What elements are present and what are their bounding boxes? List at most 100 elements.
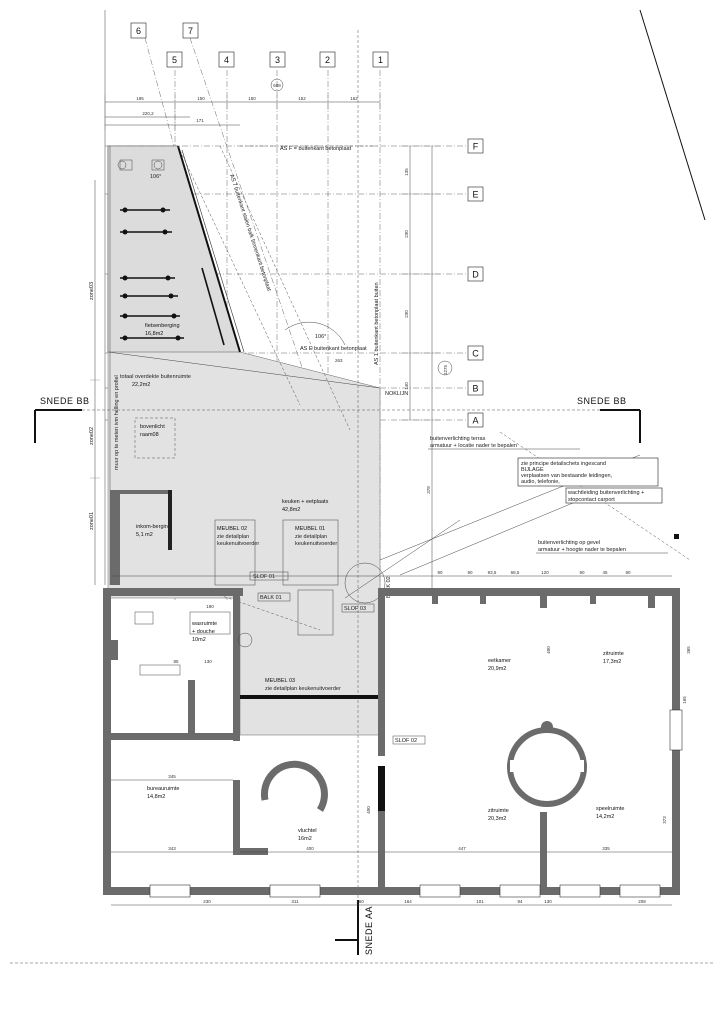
upper-rooms: fietsenberging 16,8m2 bovenlicht raam08 …	[134, 323, 329, 538]
dim-side-5: 378	[426, 486, 431, 494]
dim-inner-6: 190	[206, 604, 214, 609]
dim-side-4: 140	[404, 382, 409, 390]
note-muur: muur op te meten ivm helling en profiel	[114, 375, 120, 470]
room-fietsenberging-area: 16,8m2	[145, 331, 163, 337]
note-gevel-1: buitenverlichting op gevel	[538, 540, 600, 546]
note-terras-2: armatuur + locatie nader te bepalen	[430, 443, 517, 449]
dim-vert-3: 373	[662, 816, 667, 824]
existing-building	[103, 588, 683, 898]
furniture-labels: MEUBEL 02 zie detailplan keukenuitvoerde…	[217, 526, 380, 699]
room-zitruimte-1: zitruimte	[603, 651, 624, 657]
dim-side-total: 1275	[443, 364, 448, 375]
dim-top-1: 195	[136, 96, 144, 101]
room-inkom: inkom-berging	[136, 524, 171, 530]
axis-label-b: B	[472, 384, 478, 394]
meubel-03-title: MEUBEL 03	[265, 678, 295, 684]
note-as-e: AS E buitenkant betonplaat	[300, 346, 367, 352]
meubel-02-title: MEUBEL 02	[217, 526, 247, 532]
slof-03: SLOF 03	[344, 606, 366, 612]
axis-label-7: 7	[188, 26, 193, 36]
axis-label-2: 2	[325, 55, 330, 65]
bicycle-icon	[120, 293, 178, 299]
dim-vert-2: 400	[546, 646, 551, 654]
dim-south-6: 94	[517, 899, 523, 904]
section-bb: SNEDE BB SNEDE BB	[34, 396, 641, 443]
dim-inner-7: 130	[204, 659, 212, 664]
axis-label-1: 1	[378, 55, 383, 65]
meubel-01-l1: zie detailplan	[295, 534, 327, 540]
room-zitruimte-2-area: 20,3m2	[488, 816, 506, 822]
dim-top-5: 162	[350, 96, 358, 101]
dim-south-7: 130	[544, 899, 552, 904]
note-as-1: AS 1 buitenkant betonplaat buiten	[374, 282, 380, 365]
balk-01: BALK 01	[260, 595, 282, 601]
zone-label-03: zone03	[89, 282, 95, 300]
dim-side-2: 230	[404, 230, 409, 238]
axis-letter-markers: F E D C B A	[467, 138, 484, 428]
meubel-02-l2: keukenuitvoerder	[217, 541, 259, 547]
note-angle-2: 106°	[315, 334, 326, 340]
dim-top-171: 171	[196, 118, 204, 123]
room-zitruimte-1-area: 17,3m2	[603, 659, 621, 665]
axis-label-d: D	[472, 270, 479, 280]
note-wachtleiding-1: wachtleiding buitenverlichting +	[567, 490, 644, 496]
room-wasruimte-area: 10m2	[192, 637, 206, 643]
axis-label-c: C	[472, 349, 479, 359]
room-speelruimte-area: 14,2m2	[596, 814, 614, 820]
slof-01: SLOF 01	[253, 574, 275, 580]
covered-outdoor-area	[107, 145, 381, 736]
dim-south-2: 311	[291, 899, 299, 904]
note-principe-3: verplaatsen van bestaande leidingen,	[521, 473, 613, 479]
meubel-03-l1: zie detailplan keukenuitvoerder	[265, 686, 341, 692]
section-bb-left: SNEDE BB	[40, 396, 90, 406]
dim-inner-2: 343	[168, 846, 176, 851]
note-noklijn: NOKLIJN	[385, 391, 408, 397]
room-inkom-area: 5,1 m2	[136, 532, 153, 538]
dim-inner-8: 85	[173, 659, 179, 664]
room-bureauruimte-area: 14,8m2	[147, 794, 165, 800]
dim-263: 263	[335, 358, 343, 363]
note-gevel-2: armatuur + hoogte nader te bepalen	[538, 547, 626, 553]
dim-side-6: 365	[686, 646, 691, 654]
note-principe-2: BIJLAGE	[521, 467, 544, 473]
axis-label-4: 4	[224, 55, 229, 65]
room-bovenlicht-sub: raam08	[140, 432, 159, 438]
axis-label-e: E	[472, 190, 478, 200]
dim-south-4: 164	[404, 899, 412, 904]
balk-02: BALK 02	[386, 576, 392, 598]
axis-label-5: 5	[172, 55, 177, 65]
room-keuken: keuken + eetplaats	[282, 499, 329, 505]
dim-north-8: 90	[625, 570, 631, 575]
room-vluchtel: vluchtel	[298, 828, 317, 834]
dim-top-total: 608	[273, 83, 281, 88]
lower-dimensions: 90 90 93,5 68,5 120 90 45 90 230 311 160…	[111, 570, 687, 906]
axis-label-6: 6	[136, 26, 141, 36]
note-principe-4: audio, telefonie,	[521, 479, 560, 485]
slof-02: SLOF 02	[395, 738, 417, 744]
room-vluchtel-area: 16m2	[298, 836, 312, 842]
side-dimensions: 135 230 230 140 378 1275 365	[400, 145, 691, 654]
axis-number-markers: 6 7 5 4 3 2 1	[130, 22, 389, 68]
lower-rooms: wasruimte + douche 10m2 eetkamer 20,9m2 …	[147, 621, 624, 842]
bicycle-rack	[117, 159, 184, 341]
dim-top-2202: 220,2	[142, 111, 154, 116]
section-aa: SNEDE AA	[335, 30, 374, 955]
zone-labels: zone03 zone02 zone01	[89, 180, 100, 585]
room-fietsenberging: fietsenberging	[145, 323, 180, 329]
meubel-02-l1: zie detailplan	[217, 534, 249, 540]
dim-south-1: 230	[203, 899, 211, 904]
dim-north-4: 68,5	[511, 570, 520, 575]
dim-inner-5: 335	[602, 846, 610, 851]
dim-inner-1: 345	[168, 774, 176, 779]
section-aa-label: SNEDE AA	[364, 906, 374, 955]
dim-top-4: 152	[298, 96, 306, 101]
dim-vert-1: 400	[366, 806, 371, 814]
note-wachtleiding-2: stopcontact carport	[568, 497, 615, 503]
axis-label-a: A	[472, 416, 478, 426]
dim-north-3: 93,5	[488, 570, 497, 575]
kitchen-area	[110, 454, 641, 636]
room-bovenlicht: bovenlicht	[140, 424, 165, 430]
note-as-7: AS 7 buitenkant stalen balk binnenkant b…	[228, 174, 272, 293]
electrical-notes: buitenverlichting terras armatuur + loca…	[428, 436, 679, 554]
